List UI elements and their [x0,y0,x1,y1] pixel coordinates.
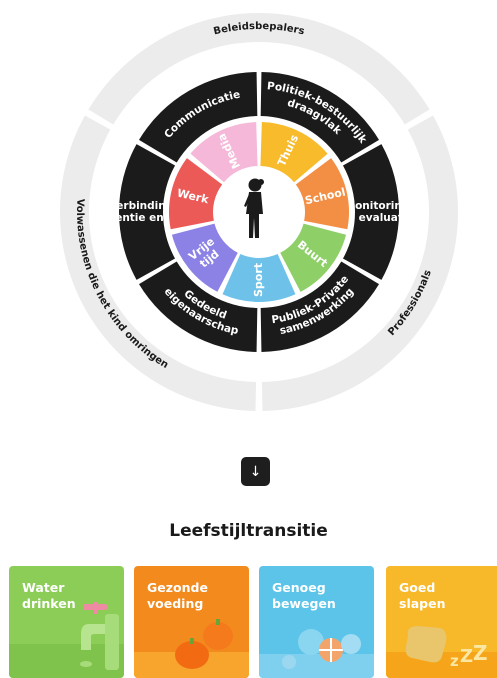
policy-wheel: BeleidsbepalersProfessionalsVolwassenen … [59,12,458,411]
card-goed-slapen[interactable]: z Z Z Goed slapen [386,566,497,678]
inner-segment-vrije-tijd[interactable] [171,223,238,292]
middle-ring: CommunicatiePolitiek-bestuurlijkdraagvla… [89,72,414,352]
middle-segment [118,144,176,280]
inner-segment-werk[interactable] [169,158,223,230]
inner-segment-school[interactable] [295,158,350,230]
middle-segment [342,144,399,280]
middle-segment [138,261,258,352]
outer-segment-left [59,115,257,411]
child-silhouette-icon [244,178,264,238]
middle-segment [138,72,258,163]
card-gezonde-voeding[interactable]: Gezonde voeding [134,566,249,678]
inner-segment-sport[interactable] [222,254,296,303]
outer-segment-right [261,115,458,411]
inner-segment-thuis[interactable] [260,122,328,183]
arrow-down-icon: ↓ [249,463,262,480]
pillow-icon: z Z Z [386,566,497,678]
card-water-drinken[interactable]: Water drinken [9,566,124,678]
faucet-icon [9,566,124,678]
inner-segment-media[interactable] [190,122,258,183]
card-label: Genoeg bewegen [272,580,336,611]
pumpkin-icon [134,566,249,678]
outer-segment-top [88,12,430,125]
inner-segment-buurt[interactable] [280,223,347,292]
svg-text:z: z [450,652,459,670]
scroll-down-button[interactable]: ↓ [241,457,270,486]
balls-icon [259,566,374,678]
inner-label-sport: Sport [252,263,265,297]
card-label: Water drinken [22,580,76,611]
svg-text:Z: Z [473,641,488,665]
outer-label-top: Beleidsbepalers [213,21,306,37]
section-title: Leefstijltransitie [169,521,328,541]
svg-text:Z: Z [460,646,473,667]
middle-segment [260,72,380,163]
card-label: Gezonde voeding [147,580,208,611]
card-label: Goed slapen [399,580,446,611]
card-genoeg-bewegen[interactable]: Genoeg bewegen [259,566,374,678]
middle-segment [260,261,380,352]
